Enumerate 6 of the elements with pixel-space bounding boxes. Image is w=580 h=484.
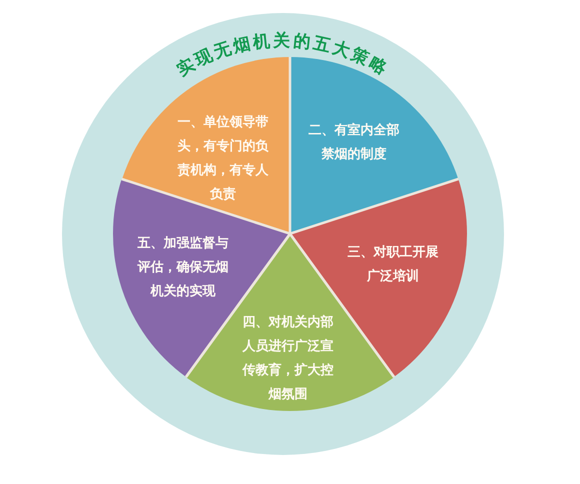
strategy-text: 二、有室内全部禁烟的制度 bbox=[308, 121, 400, 163]
strategy-text: 五、加强监督与评估，确保无烟机关的实现 bbox=[136, 234, 230, 300]
diagram-title: 实现无烟机关的五大策略 bbox=[173, 31, 393, 80]
strategy-text: 一、单位领导带头，有专门的负责机构，有专人负责 bbox=[176, 113, 270, 203]
strategy-text: 四、对机关内部人员进行广泛宣传教育，扩大控烟氛围 bbox=[241, 313, 334, 403]
strategy-text: 三、对职工开展广泛培训 bbox=[346, 242, 440, 285]
